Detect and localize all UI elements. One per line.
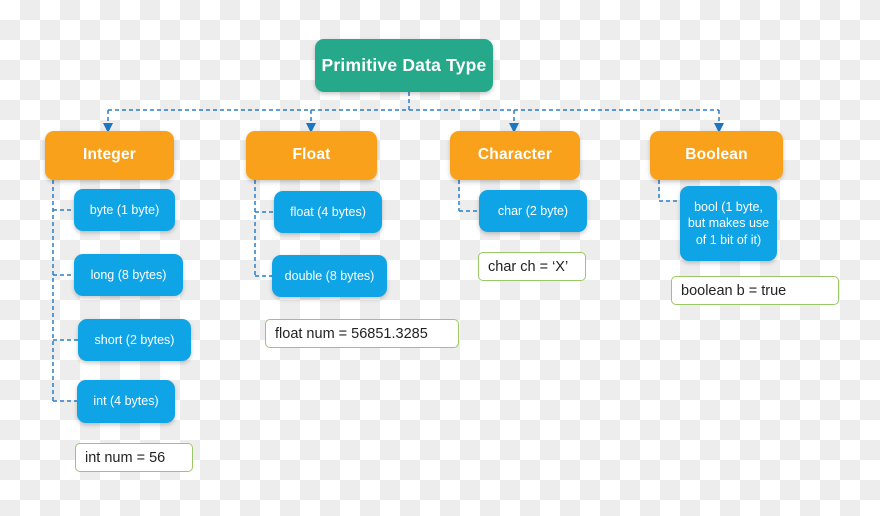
root-node-label: Primitive Data Type	[321, 55, 487, 76]
leaf-node-label: long (8 bytes)	[90, 267, 167, 282]
category-node-label: Integer	[82, 146, 137, 164]
leaf-node-short[interactable]: short (2 bytes)	[78, 319, 191, 361]
code-example-text: char ch = ‘X’	[488, 258, 569, 275]
code-example-float: float num = 56851.3285	[265, 319, 459, 348]
category-node-float[interactable]: Float	[246, 131, 377, 180]
category-node-integer[interactable]: Integer	[45, 131, 174, 180]
leaf-node-label: short (2 bytes)	[94, 332, 175, 347]
leaf-node-label: double (8 bytes)	[284, 268, 375, 283]
category-node-character[interactable]: Character	[450, 131, 580, 180]
leaf-node-char[interactable]: char (2 byte)	[479, 190, 587, 232]
root-node-primitive-data-type[interactable]: Primitive Data Type	[315, 39, 493, 92]
code-example-character: char ch = ‘X’	[478, 252, 586, 281]
code-example-text: float num = 56851.3285	[275, 325, 428, 342]
code-example-integer: int num = 56	[75, 443, 193, 472]
leaf-node-int[interactable]: int (4 bytes)	[77, 380, 175, 423]
leaf-node-label: int (4 bytes)	[93, 394, 159, 409]
category-node-label: Character	[477, 146, 553, 164]
leaf-node-label: char (2 byte)	[497, 203, 569, 218]
leaf-node-long[interactable]: long (8 bytes)	[74, 254, 183, 296]
category-node-boolean[interactable]: Boolean	[650, 131, 783, 180]
code-example-text: boolean b = true	[681, 282, 787, 299]
category-node-label: Boolean	[685, 146, 748, 164]
leaf-node-bool[interactable]: bool (1 byte, but makes use of 1 bit of …	[680, 186, 777, 261]
code-example-text: int num = 56	[85, 449, 166, 466]
leaf-node-byte[interactable]: byte (1 byte)	[74, 189, 175, 231]
leaf-node-label: byte (1 byte)	[89, 202, 160, 217]
code-example-boolean: boolean b = true	[671, 276, 839, 305]
leaf-node-label: bool (1 byte, but makes use of 1 bit of …	[687, 199, 770, 247]
leaf-node-double[interactable]: double (8 bytes)	[272, 255, 387, 297]
category-node-label: Float	[292, 146, 331, 164]
leaf-node-label: float (4 bytes)	[290, 204, 366, 219]
leaf-node-float[interactable]: float (4 bytes)	[274, 191, 382, 233]
